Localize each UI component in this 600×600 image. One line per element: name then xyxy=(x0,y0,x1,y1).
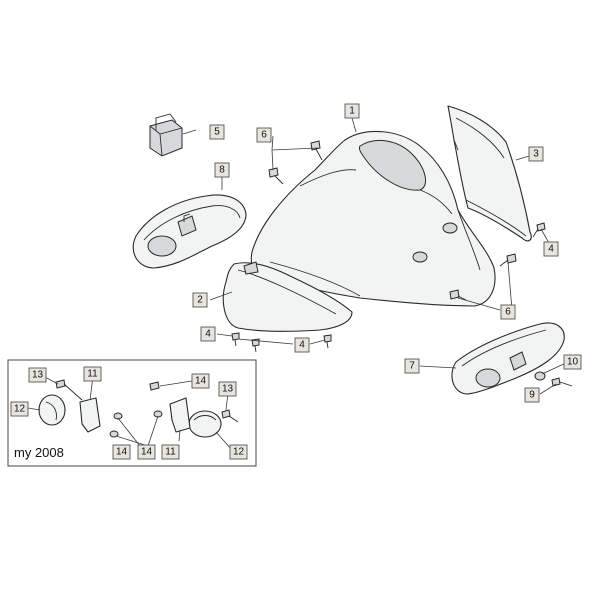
callout-part-10: 10 xyxy=(563,354,582,370)
callout-part-14-top: 14 xyxy=(191,373,210,389)
callout-part-8: 8 xyxy=(214,162,230,178)
callout-label-part-2: 2 xyxy=(197,295,203,306)
callout-label-part-11-left: 11 xyxy=(87,369,98,380)
screw-part-9-and-washer-part-10 xyxy=(534,371,573,387)
callout-part-11-left: 11 xyxy=(83,366,102,382)
part-7-right-side-panel xyxy=(451,322,565,395)
callout-label-part-14-top: 14 xyxy=(195,376,207,387)
callout-label-part-1: 1 xyxy=(349,106,355,117)
callout-label-part-7: 7 xyxy=(409,361,415,372)
callout-label-part-10: 10 xyxy=(567,357,579,368)
callout-part-7: 7 xyxy=(404,358,420,374)
callout-part-3: 3 xyxy=(528,146,544,162)
callout-label-part-14-middle: 14 xyxy=(116,447,128,458)
callout-part-11-right: 11 xyxy=(161,444,180,460)
callout-part-9: 9 xyxy=(524,387,540,403)
inset-frame xyxy=(7,359,257,467)
inset-lamp-right xyxy=(188,410,222,438)
callout-part-13-right: 13 xyxy=(218,381,237,397)
callout-part-12-right: 12 xyxy=(229,444,248,460)
callout-label-part-4-right: 4 xyxy=(548,244,554,255)
part-8-left-side-panel xyxy=(132,194,247,269)
callout-label-part-3: 3 xyxy=(533,149,539,160)
inset-bracket-right xyxy=(169,397,191,433)
part-1-front-shield xyxy=(250,130,496,307)
callout-part-14-middle: 14 xyxy=(112,444,131,460)
callout-label-part-5: 5 xyxy=(214,127,220,138)
callout-part-1: 1 xyxy=(344,103,360,119)
callout-label-part-4-center: 4 xyxy=(299,340,305,351)
callout-label-part-13-left: 13 xyxy=(32,370,44,381)
leader-lines xyxy=(182,117,567,395)
callout-label-part-8: 8 xyxy=(219,165,225,176)
callout-part-14-bottom: 14 xyxy=(137,444,156,460)
callout-label-part-11-right: 11 xyxy=(165,447,176,458)
callout-part-12-left: 12 xyxy=(10,401,29,417)
callout-label-part-12-left: 12 xyxy=(14,404,26,415)
callout-label-part-6-bottom: 6 xyxy=(505,307,511,318)
callout-part-5: 5 xyxy=(209,124,225,140)
callout-label-part-12-right: 12 xyxy=(233,447,245,458)
callout-label-part-6-top: 6 xyxy=(261,130,267,141)
inset-my2008 xyxy=(7,359,257,467)
inset-bracket-left xyxy=(79,397,101,433)
callout-part-2: 2 xyxy=(192,292,208,308)
inset-caption: my 2008 xyxy=(14,445,64,460)
callout-part-4-center: 4 xyxy=(294,337,310,353)
callout-label-part-14-bottom: 14 xyxy=(141,447,153,458)
inset-lamp-left xyxy=(38,394,66,426)
callout-part-13-left: 13 xyxy=(28,367,47,383)
callout-part-6-bottom: 6 xyxy=(500,304,516,320)
callout-part-4-left: 4 xyxy=(200,326,216,342)
screws-part-6 xyxy=(268,140,517,301)
callout-part-4-right: 4 xyxy=(543,241,559,257)
callout-label-part-4-left: 4 xyxy=(205,329,211,340)
part-3-side-deflector xyxy=(447,105,532,242)
callout-part-6-top: 6 xyxy=(256,127,272,143)
callout-label-part-13-right: 13 xyxy=(222,384,234,395)
callout-label-part-9: 9 xyxy=(529,390,535,401)
part-2-lower-spoiler xyxy=(222,261,353,332)
part-5-clip xyxy=(149,113,183,157)
